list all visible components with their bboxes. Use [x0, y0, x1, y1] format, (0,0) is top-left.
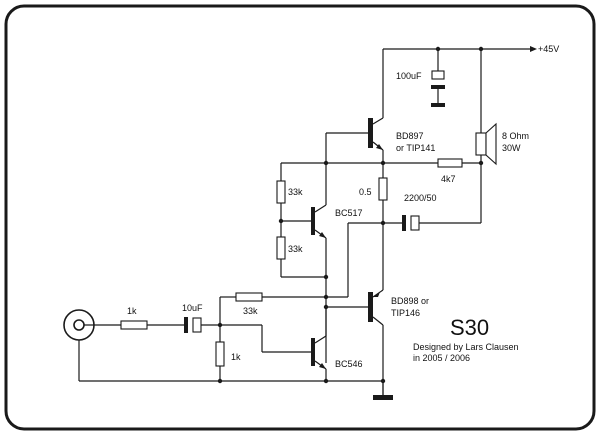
input-resistor-label: 1k	[127, 306, 137, 316]
lower-transistor-alt: TIP146	[391, 308, 420, 318]
schematic-title: S30	[450, 315, 489, 340]
design-years: in 2005 / 2006	[413, 353, 470, 363]
midpoint-feedback-wire	[262, 222, 383, 298]
input-jack-icon	[63, 309, 121, 381]
upper-transistor-part: BD897	[396, 131, 424, 141]
feedback-4k7-resistor	[281, 158, 484, 168]
lower-transistor-part: BD898 or	[391, 296, 429, 306]
bias-resistor-ground	[215, 325, 225, 384]
speaker-impedance: 8 Ohm	[502, 131, 529, 141]
upper-transistor-alt: or TIP141	[396, 143, 435, 153]
bias-resistor-top	[276, 163, 286, 237]
output-capacitor	[383, 215, 481, 231]
feedback-33k-resistor	[219, 292, 263, 325]
bc546-label: BC546	[335, 359, 363, 369]
feedback-resistor-label: 4k7	[441, 174, 456, 184]
feedback-33k-label: 33k	[243, 306, 258, 316]
speaker-icon	[475, 49, 497, 223]
lower-output-transistor	[326, 289, 384, 395]
emitter-resistor	[378, 177, 388, 290]
designer-credit: Designed by Lars Clausen	[413, 342, 519, 352]
bias-resistor-bottom	[276, 236, 326, 278]
bc517-transistor	[281, 133, 329, 363]
bc546-transistor	[261, 307, 329, 384]
input-capacitor	[184, 317, 262, 333]
supply-capacitor-label: 100uF	[396, 71, 422, 81]
bc517-label: BC517	[335, 208, 363, 218]
supply-voltage-label: +45V	[538, 44, 559, 54]
frame-border	[4, 4, 596, 431]
emitter-resistor-label: 0.5	[359, 187, 372, 197]
supply-capacitor	[431, 49, 445, 107]
bias-resistor-bottom-label: 33k	[288, 244, 303, 254]
speaker-power: 30W	[502, 143, 521, 153]
ground-rail	[79, 378, 393, 400]
input-resistor	[120, 320, 184, 330]
supply-rail	[382, 46, 537, 118]
bias-ground-label: 1k	[231, 352, 241, 362]
input-capacitor-label: 10uF	[182, 303, 203, 313]
upper-output-transistor	[326, 117, 384, 178]
output-capacitor-label: 2200/50	[404, 193, 437, 203]
bias-resistor-top-label: 33k	[288, 187, 303, 197]
